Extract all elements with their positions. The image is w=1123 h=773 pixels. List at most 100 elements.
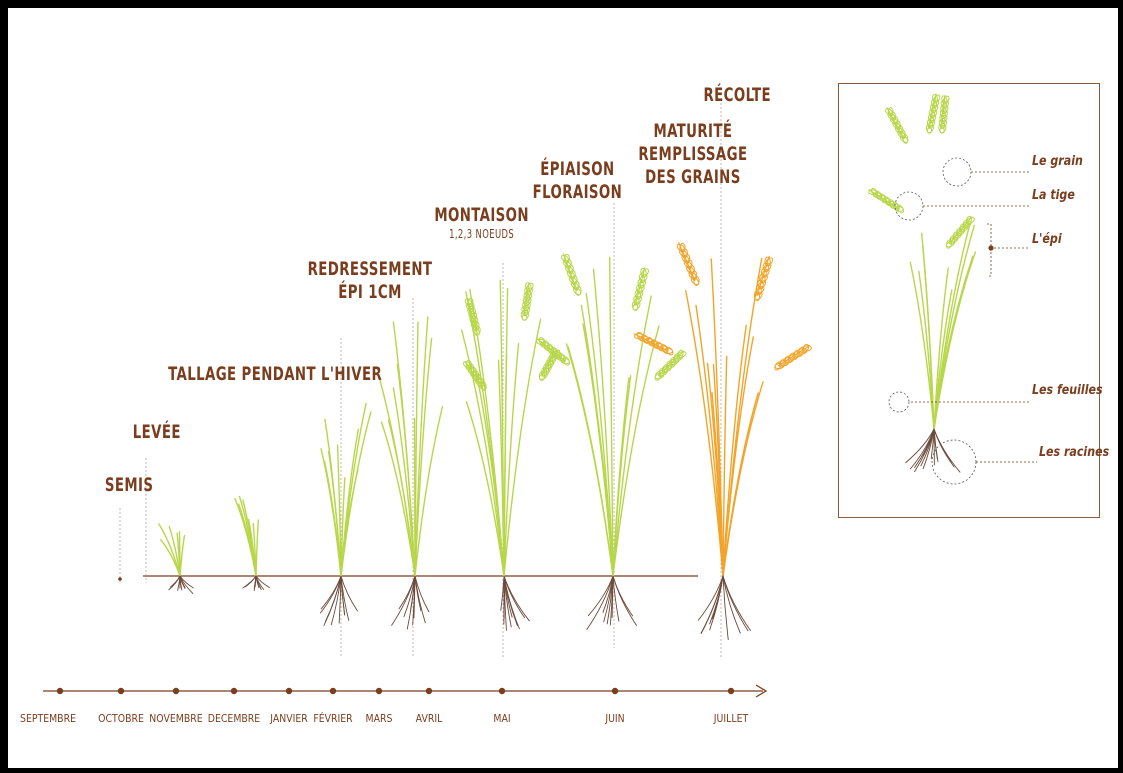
leaf xyxy=(695,304,724,577)
wheat-plant xyxy=(234,495,270,592)
label-feuilles: Les feuilles xyxy=(1032,383,1103,398)
root xyxy=(933,428,939,463)
root xyxy=(242,575,257,589)
timeline-dot xyxy=(498,687,506,695)
root xyxy=(340,575,359,612)
leaf xyxy=(722,392,759,577)
month-janvier: JANVIER xyxy=(270,712,308,725)
root xyxy=(612,575,634,617)
root xyxy=(179,575,186,590)
callout-circle xyxy=(931,439,977,485)
month-fevrier: FÉVRIER xyxy=(313,712,353,725)
leaf xyxy=(722,381,764,577)
leaf xyxy=(685,290,724,577)
timeline-dot xyxy=(117,687,125,695)
root xyxy=(612,575,620,622)
root xyxy=(722,575,729,641)
leaf xyxy=(582,323,614,577)
label-tige: La tige xyxy=(1032,188,1075,203)
leaf xyxy=(179,534,186,577)
leaf xyxy=(379,380,416,577)
leaf xyxy=(612,295,652,577)
leaf xyxy=(722,324,747,577)
stage-tallage: TALLAGE PENDANT L'HIVER xyxy=(168,363,383,385)
grain xyxy=(801,345,812,352)
grain xyxy=(467,297,474,308)
month-mars: MARS xyxy=(365,712,393,725)
root xyxy=(324,575,342,623)
timeline-dot xyxy=(230,687,238,695)
root xyxy=(609,575,614,626)
leaf xyxy=(933,223,971,430)
timeline-dot xyxy=(285,687,293,695)
wheat-plant xyxy=(319,402,372,627)
timeline-dot xyxy=(329,687,337,695)
root xyxy=(340,575,346,616)
timeline-dot xyxy=(611,687,619,695)
grain xyxy=(679,242,686,253)
root xyxy=(933,428,961,473)
wheat-plant xyxy=(535,253,687,631)
timeline-arrow-icon xyxy=(755,684,768,698)
root xyxy=(722,575,741,634)
grain xyxy=(636,331,645,341)
root xyxy=(914,428,935,469)
grain xyxy=(676,351,687,358)
grain xyxy=(965,217,975,224)
timeline-dot xyxy=(172,687,180,695)
leaf xyxy=(612,325,660,577)
stage-levee: LEVÉE xyxy=(132,421,181,443)
grain xyxy=(887,107,894,117)
month-septembre: SEPTEMBRE xyxy=(20,712,76,725)
leaf xyxy=(414,316,429,577)
grain xyxy=(563,253,570,264)
timeline-dot xyxy=(375,687,383,695)
grain xyxy=(526,282,534,292)
root xyxy=(503,575,518,627)
grain xyxy=(932,94,941,103)
leaf xyxy=(608,256,614,577)
leaf xyxy=(612,375,632,577)
leaf xyxy=(585,292,614,577)
diagram-canvas: SEMIS LEVÉE TALLAGE PENDANT L'HIVER REDR… xyxy=(8,8,1118,768)
leaf xyxy=(503,342,520,577)
leaf xyxy=(710,258,724,577)
month-decembre: DECEMBRE xyxy=(207,712,261,725)
leaf xyxy=(722,336,754,577)
wheat-plant xyxy=(379,316,444,630)
label-epi: L'épi xyxy=(1032,232,1062,247)
growth-illustration xyxy=(43,103,812,698)
stage-recolte: RÉCOLTE xyxy=(703,84,771,106)
leaf xyxy=(722,257,763,577)
root xyxy=(320,575,342,610)
leaf xyxy=(460,329,505,577)
leaf xyxy=(567,346,614,577)
grain xyxy=(870,187,879,197)
root xyxy=(414,575,426,624)
seed-dot xyxy=(118,577,122,581)
grain xyxy=(765,257,774,266)
timeline-dot xyxy=(425,687,433,695)
plant-anatomy-inset: Le grain La tige L'épi Les feuilles Les … xyxy=(838,83,1109,518)
root xyxy=(403,575,416,618)
root xyxy=(612,575,638,626)
timeline-dot xyxy=(727,687,735,695)
root xyxy=(700,575,724,634)
leaf xyxy=(465,401,505,577)
grain xyxy=(764,256,771,267)
timeline-dot xyxy=(56,687,64,695)
stage-semis: SEMIS xyxy=(104,474,154,496)
epi-dot xyxy=(988,245,994,251)
root xyxy=(255,575,270,589)
leaf xyxy=(340,411,372,577)
leaf xyxy=(242,499,257,577)
label-grain: Le grain xyxy=(1032,154,1083,169)
leaf xyxy=(909,261,935,430)
grain xyxy=(465,359,473,370)
root xyxy=(179,575,194,589)
root xyxy=(398,575,416,610)
root xyxy=(391,575,416,626)
root xyxy=(168,575,181,591)
